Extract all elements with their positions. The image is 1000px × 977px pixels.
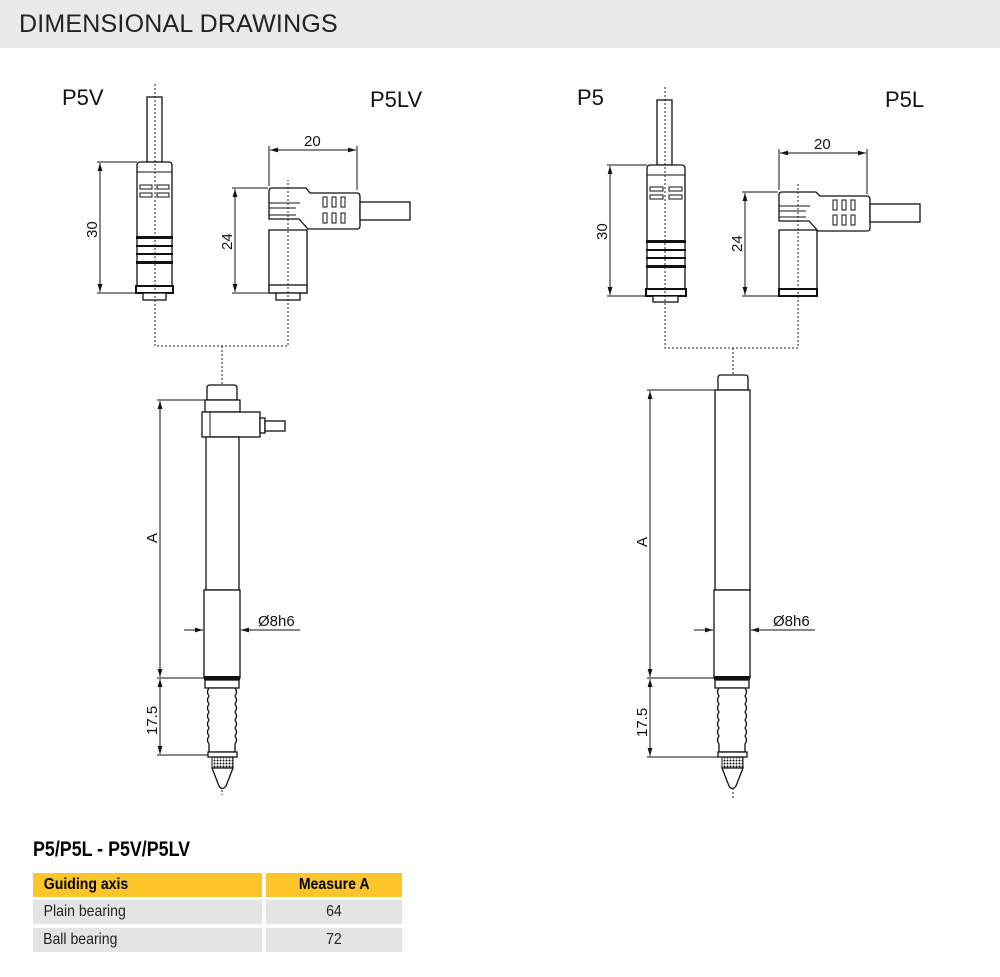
table-row-value: 64 bbox=[266, 900, 402, 924]
section-header: DIMENSIONAL DRAWINGS bbox=[0, 0, 1000, 48]
table-row-label: Plain bearing bbox=[33, 900, 262, 924]
table-row-label: Ball bearing bbox=[33, 928, 262, 952]
p5-connector: 30 bbox=[594, 99, 687, 303]
dim-bellows-left: 17.5 bbox=[144, 706, 161, 735]
label-p5v: P5V bbox=[62, 85, 104, 110]
dim-p5l-width: 20 bbox=[814, 136, 831, 153]
connector-group-left: P5V P5LV 30 20 bbox=[62, 84, 423, 795]
dim-p5lv-width: 20 bbox=[304, 133, 321, 150]
dim-p5v-height: 30 bbox=[84, 221, 101, 238]
dim-a-right: A bbox=[634, 537, 651, 547]
dim-p5l-height: 24 bbox=[729, 235, 746, 252]
dim-a-left: A bbox=[144, 533, 161, 543]
probe-left: A 17.5 Ø8h6 bbox=[144, 384, 300, 790]
probe-right: A 17.5 Ø8h6 bbox=[634, 374, 815, 790]
label-p5: P5 bbox=[577, 85, 604, 110]
p5l-connector: 20 24 bbox=[729, 136, 921, 297]
table-row-value: 72 bbox=[266, 928, 402, 952]
section-title: DIMENSIONAL DRAWINGS bbox=[19, 10, 338, 38]
header-measure-a: Measure A bbox=[266, 873, 402, 897]
dim-p5-height: 30 bbox=[594, 223, 611, 240]
dim-diameter-left: Ø8h6 bbox=[258, 613, 295, 630]
table-title: P5/P5L - P5V/P5LV bbox=[33, 838, 191, 861]
dimensional-drawing: P5V P5LV 30 20 bbox=[62, 84, 924, 800]
p5lv-connector: 20 24 bbox=[219, 133, 411, 301]
header-guiding-axis: Guiding axis bbox=[33, 873, 262, 897]
dim-p5lv-height: 24 bbox=[219, 233, 236, 250]
dim-diameter-right: Ø8h6 bbox=[773, 613, 810, 630]
label-p5l: P5L bbox=[885, 87, 924, 112]
label-p5lv: P5LV bbox=[370, 87, 423, 112]
p5v-connector: 30 bbox=[84, 96, 174, 301]
dim-bellows-right: 17.5 bbox=[634, 708, 651, 737]
